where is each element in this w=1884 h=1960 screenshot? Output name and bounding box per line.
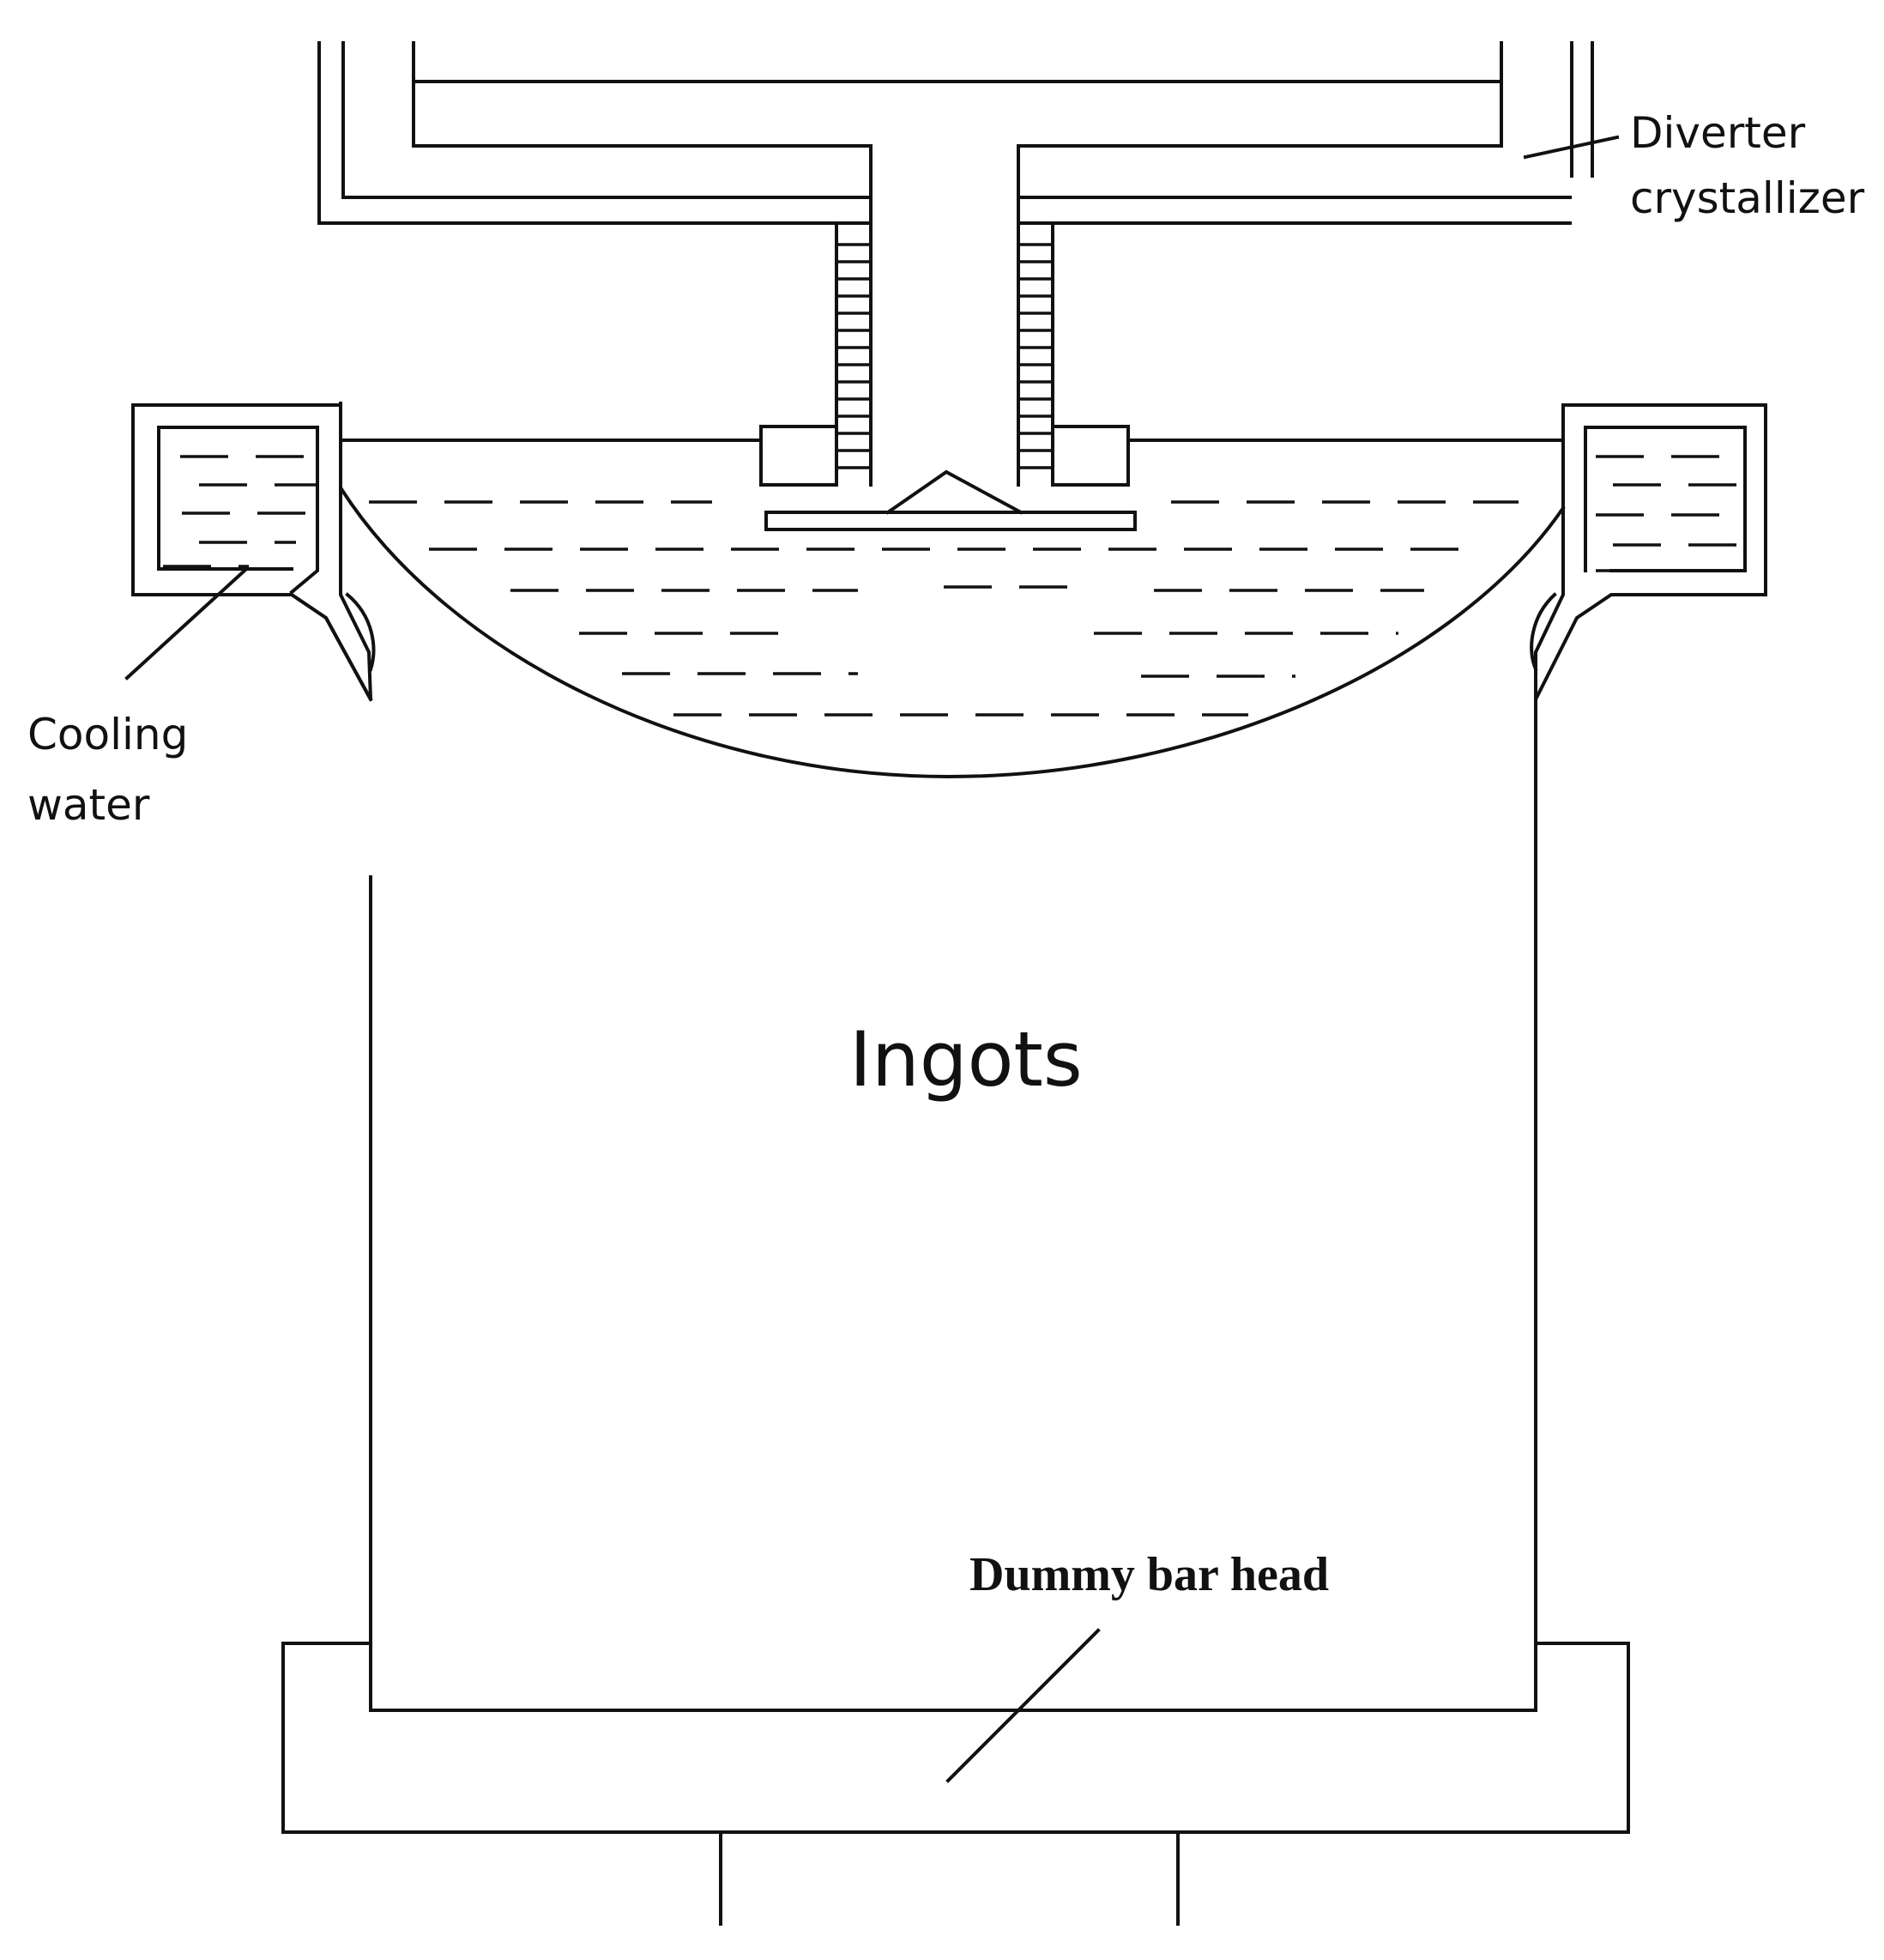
right-nozzle-collar <box>1051 425 1130 487</box>
dummy-bar-leader-line <box>945 1628 1101 1783</box>
dummy-bar-head <box>281 1642 1630 1926</box>
cooling-label: Cooling <box>27 710 188 759</box>
left-water-dashes <box>163 455 317 568</box>
cooling-water-leader-line <box>124 568 247 681</box>
t-channel <box>412 41 1503 487</box>
diverter-leader-line <box>1523 135 1620 160</box>
sump-dashes <box>369 500 1519 717</box>
left-nozzle-rungs <box>836 243 871 469</box>
liquid-sump-boundary <box>339 487 1566 779</box>
distributor-plate <box>764 469 1137 531</box>
diverter-label: Diverter <box>1630 108 1806 158</box>
water-label: water <box>27 780 150 830</box>
ingots-label: Ingots <box>849 1015 1083 1104</box>
ingot-body <box>369 698 1537 1712</box>
dummy-bar-head-label: Dummy bar head <box>969 1548 1329 1601</box>
left-nozzle-collar <box>759 425 838 487</box>
left-cooling-box <box>131 402 376 702</box>
right-water-dashes <box>1596 455 1742 572</box>
left-nozzle <box>835 221 873 487</box>
crystallizer-label: crystallizer <box>1630 173 1865 223</box>
diverter-frame <box>317 41 1594 225</box>
right-cooling-box <box>1530 403 1767 700</box>
right-nozzle-rungs <box>1018 243 1053 469</box>
right-nozzle <box>1017 221 1054 487</box>
